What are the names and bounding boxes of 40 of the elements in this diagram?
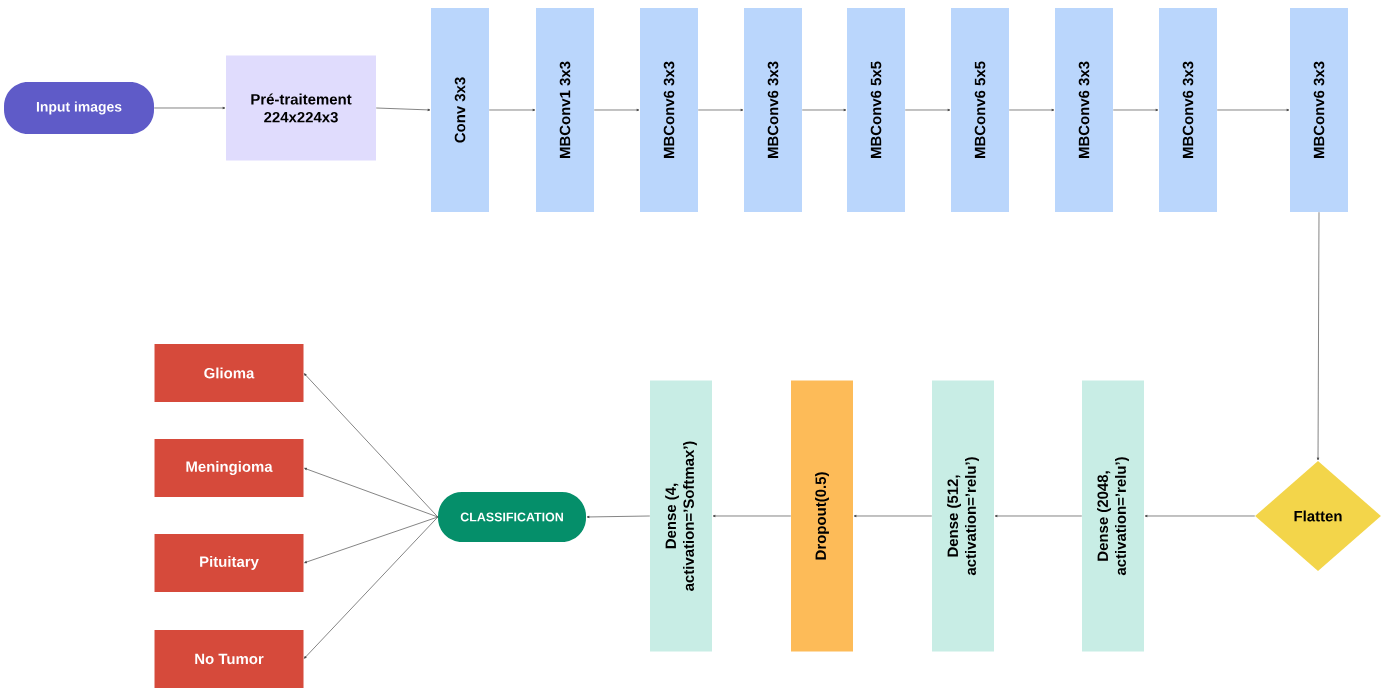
layer-box: Dense (4, activation=’Softmax’): [650, 380, 712, 652]
arrow: [697, 108, 744, 112]
arrow: [488, 108, 536, 112]
layer-box: MBConv6 3x3: [1290, 8, 1348, 212]
class-box: No Tumor: [154, 630, 304, 688]
arrow: [304, 373, 439, 518]
layer-box: MBConv6 3x3: [1159, 8, 1217, 212]
layer-box: Dense (2048, activation=’relu’): [1082, 380, 1144, 652]
arrow: [904, 108, 951, 112]
class-box: Meningioma: [154, 439, 304, 497]
arrow: [304, 467, 439, 518]
arrow: [994, 514, 1083, 518]
arrow: [1144, 514, 1256, 518]
input-pill: Input images: [4, 82, 154, 134]
arrow: [304, 516, 439, 564]
class-box: Pituitary: [154, 534, 304, 592]
output-pill: CLASSIFICATION: [438, 492, 586, 542]
layer-box: MBConv6 3x3: [744, 8, 802, 212]
arrow: [712, 514, 792, 518]
arrow: [586, 515, 651, 519]
layer-box: Conv 3x3: [431, 8, 489, 212]
layer-box: MBConv6 5x5: [847, 8, 905, 212]
layer-box: MBConv6 3x3: [1055, 8, 1113, 212]
layer-box: Dropout(0.5): [791, 380, 853, 652]
class-box: Glioma: [154, 344, 304, 402]
arrow: [801, 108, 847, 112]
process-box: Pré-traitement 224x224x3: [226, 55, 376, 161]
layer-box: Dense (512, activation=’relu’): [932, 380, 994, 652]
arrow: [153, 106, 226, 110]
arrow: [1112, 108, 1159, 112]
arrow: [1008, 108, 1055, 112]
arrow: [304, 516, 439, 659]
layer-box: MBConv6 5x5: [951, 8, 1009, 212]
arrow: [1316, 211, 1320, 461]
arrow: [593, 108, 640, 112]
layer-box: MBConv6 3x3: [640, 8, 698, 212]
arrow: [1216, 108, 1290, 112]
arrow: [853, 514, 933, 518]
arrow: [375, 107, 431, 111]
layer-box: MBConv1 3x3: [536, 8, 594, 212]
